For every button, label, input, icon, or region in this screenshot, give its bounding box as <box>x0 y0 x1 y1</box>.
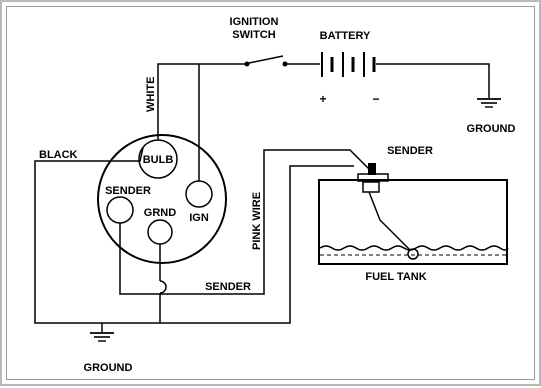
bulb-label: BULB <box>143 154 174 166</box>
tank-sender-label: SENDER <box>387 145 433 157</box>
ignition-switch-label-line1: IGNITION <box>230 16 279 28</box>
fuel-tank-label: FUEL TANK <box>365 271 426 283</box>
pink-wire-label: PINK WIRE <box>251 192 263 250</box>
fuel-tank <box>318 179 508 265</box>
ign-terminal <box>185 180 213 208</box>
grnd-label: GRND <box>144 207 176 219</box>
white-wire-label: WHITE <box>145 77 157 112</box>
ground-left-label: GROUND <box>84 362 133 374</box>
sender-terminal <box>106 196 134 224</box>
fuel-level-line <box>319 245 509 251</box>
battery-symbol <box>321 52 376 77</box>
black-wire-label: BLACK <box>39 149 78 161</box>
battery-to-ground-wire <box>376 63 490 98</box>
ground-symbol-right <box>477 98 501 108</box>
ground-terminal <box>147 219 173 245</box>
white-wire <box>157 63 247 140</box>
ignition-switch-label-line2: SWITCH <box>232 29 275 41</box>
sender-terminal-label: SENDER <box>105 185 151 197</box>
gauge-body <box>97 134 227 264</box>
ign-label: IGN <box>189 212 209 224</box>
black-wire <box>34 147 354 324</box>
ignition-switch <box>244 55 288 67</box>
tank-sender-unit <box>357 163 419 260</box>
ground-symbol-left <box>90 332 114 342</box>
battery-plus-label: + <box>319 92 326 106</box>
battery-minus-label: − <box>372 92 379 106</box>
battery-label: BATTERY <box>320 30 371 42</box>
pink-sender-wire <box>119 149 373 295</box>
sender-wire-label: SENDER <box>205 281 251 293</box>
wire-crossover <box>159 280 167 294</box>
ground-right-label: GROUND <box>467 123 516 135</box>
diagram-inner-border <box>6 6 535 380</box>
